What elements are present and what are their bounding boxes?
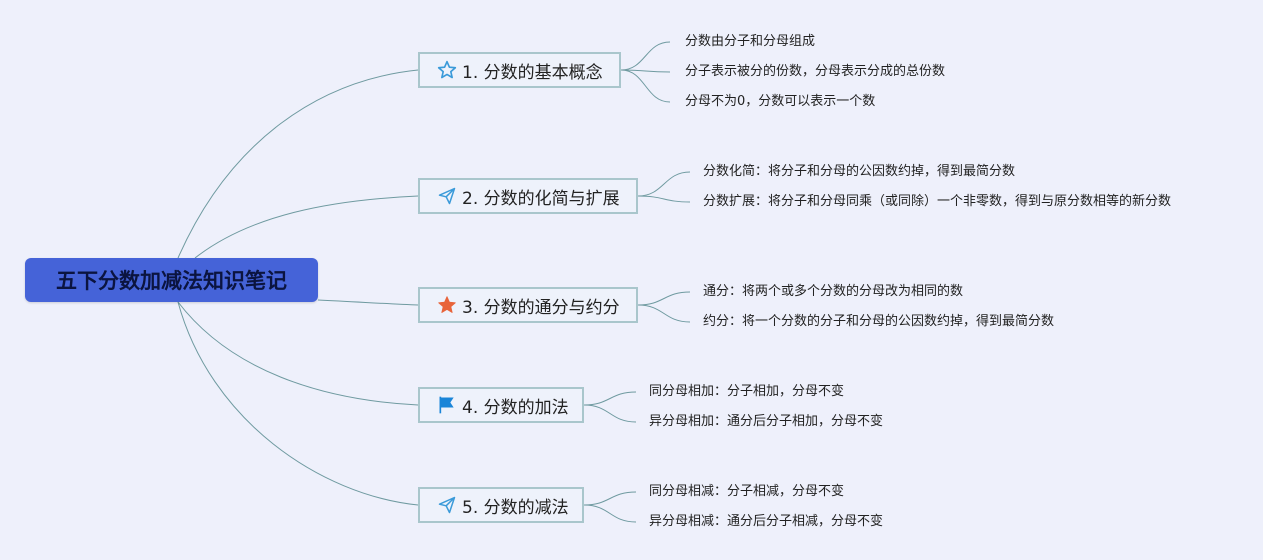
branch-label: 4. 分数的加法 bbox=[462, 397, 569, 418]
connector-root-branch-3 bbox=[317, 299, 419, 306]
branch-basic-concept[interactable]: 1. 分数的基本概念 bbox=[418, 52, 621, 88]
connector-branch-2-leaf-2 bbox=[637, 195, 691, 203]
connector-root-branch-4 bbox=[177, 301, 419, 406]
connector-branch-3-leaf-1 bbox=[637, 291, 691, 306]
leaf-item[interactable]: 分数由分子和分母组成 bbox=[685, 34, 816, 49]
branch-addition[interactable]: 4. 分数的加法 bbox=[418, 387, 584, 423]
connector-branch-4-leaf-2 bbox=[583, 404, 637, 423]
connector-branch-1-leaf-3 bbox=[620, 69, 671, 103]
connector-branch-1-leaf-1 bbox=[620, 41, 671, 71]
flag-icon bbox=[436, 394, 458, 416]
connector-branch-3-leaf-2 bbox=[637, 304, 691, 323]
leaf-item[interactable]: 异分母相减：通分后分子相减，分母不变 bbox=[649, 514, 884, 529]
leaf-item[interactable]: 同分母相减：分子相减，分母不变 bbox=[649, 484, 845, 499]
leaf-item[interactable]: 分数扩展：将分子和分母同乘（或同除）一个非零数，得到与原分数相等的新分数 bbox=[703, 194, 1172, 209]
leaf-item[interactable]: 通分：将两个或多个分数的分母改为相同的数 bbox=[703, 284, 964, 299]
connector-branch-1-leaf-2 bbox=[620, 69, 671, 73]
branch-simplify-expand[interactable]: 2. 分数的化简与扩展 bbox=[418, 178, 638, 214]
leaf-item[interactable]: 分数化简：将分子和分母的公因数约掉，得到最简分数 bbox=[703, 164, 1016, 179]
star-outline-icon bbox=[436, 59, 458, 81]
star-filled-icon bbox=[436, 294, 458, 316]
connector-branch-4-leaf-1 bbox=[583, 391, 637, 406]
paper-plane-icon bbox=[436, 494, 458, 516]
root-title: 五下分数加减法知识笔记 bbox=[56, 269, 287, 293]
branch-label: 3. 分数的通分与约分 bbox=[462, 297, 620, 318]
connector-root-branch-2 bbox=[194, 195, 419, 259]
leaf-item[interactable]: 分母不为0，分数可以表示一个数 bbox=[685, 94, 876, 109]
branch-label: 5. 分数的减法 bbox=[462, 497, 569, 518]
leaf-item[interactable]: 约分：将一个分数的分子和分母的公因数约掉，得到最简分数 bbox=[703, 314, 1055, 329]
branch-label: 2. 分数的化简与扩展 bbox=[462, 188, 620, 209]
connector-root-branch-1 bbox=[177, 69, 419, 259]
leaf-item[interactable]: 异分母相加：通分后分子相加，分母不变 bbox=[649, 414, 884, 429]
connector-root-branch-5 bbox=[177, 301, 419, 506]
leaf-item[interactable]: 同分母相加：分子相加，分母不变 bbox=[649, 384, 845, 399]
branch-common-denominator[interactable]: 3. 分数的通分与约分 bbox=[418, 287, 638, 323]
paper-plane-icon bbox=[436, 185, 458, 207]
connector-branch-5-leaf-1 bbox=[583, 491, 637, 506]
leaf-item[interactable]: 分子表示被分的份数，分母表示分成的总份数 bbox=[685, 64, 946, 79]
connector-branch-2-leaf-1 bbox=[637, 171, 691, 197]
root-topic[interactable]: 五下分数加减法知识笔记 bbox=[25, 258, 318, 302]
branch-label: 1. 分数的基本概念 bbox=[462, 62, 603, 83]
connector-branch-5-leaf-2 bbox=[583, 504, 637, 523]
branch-subtraction[interactable]: 5. 分数的减法 bbox=[418, 487, 584, 523]
